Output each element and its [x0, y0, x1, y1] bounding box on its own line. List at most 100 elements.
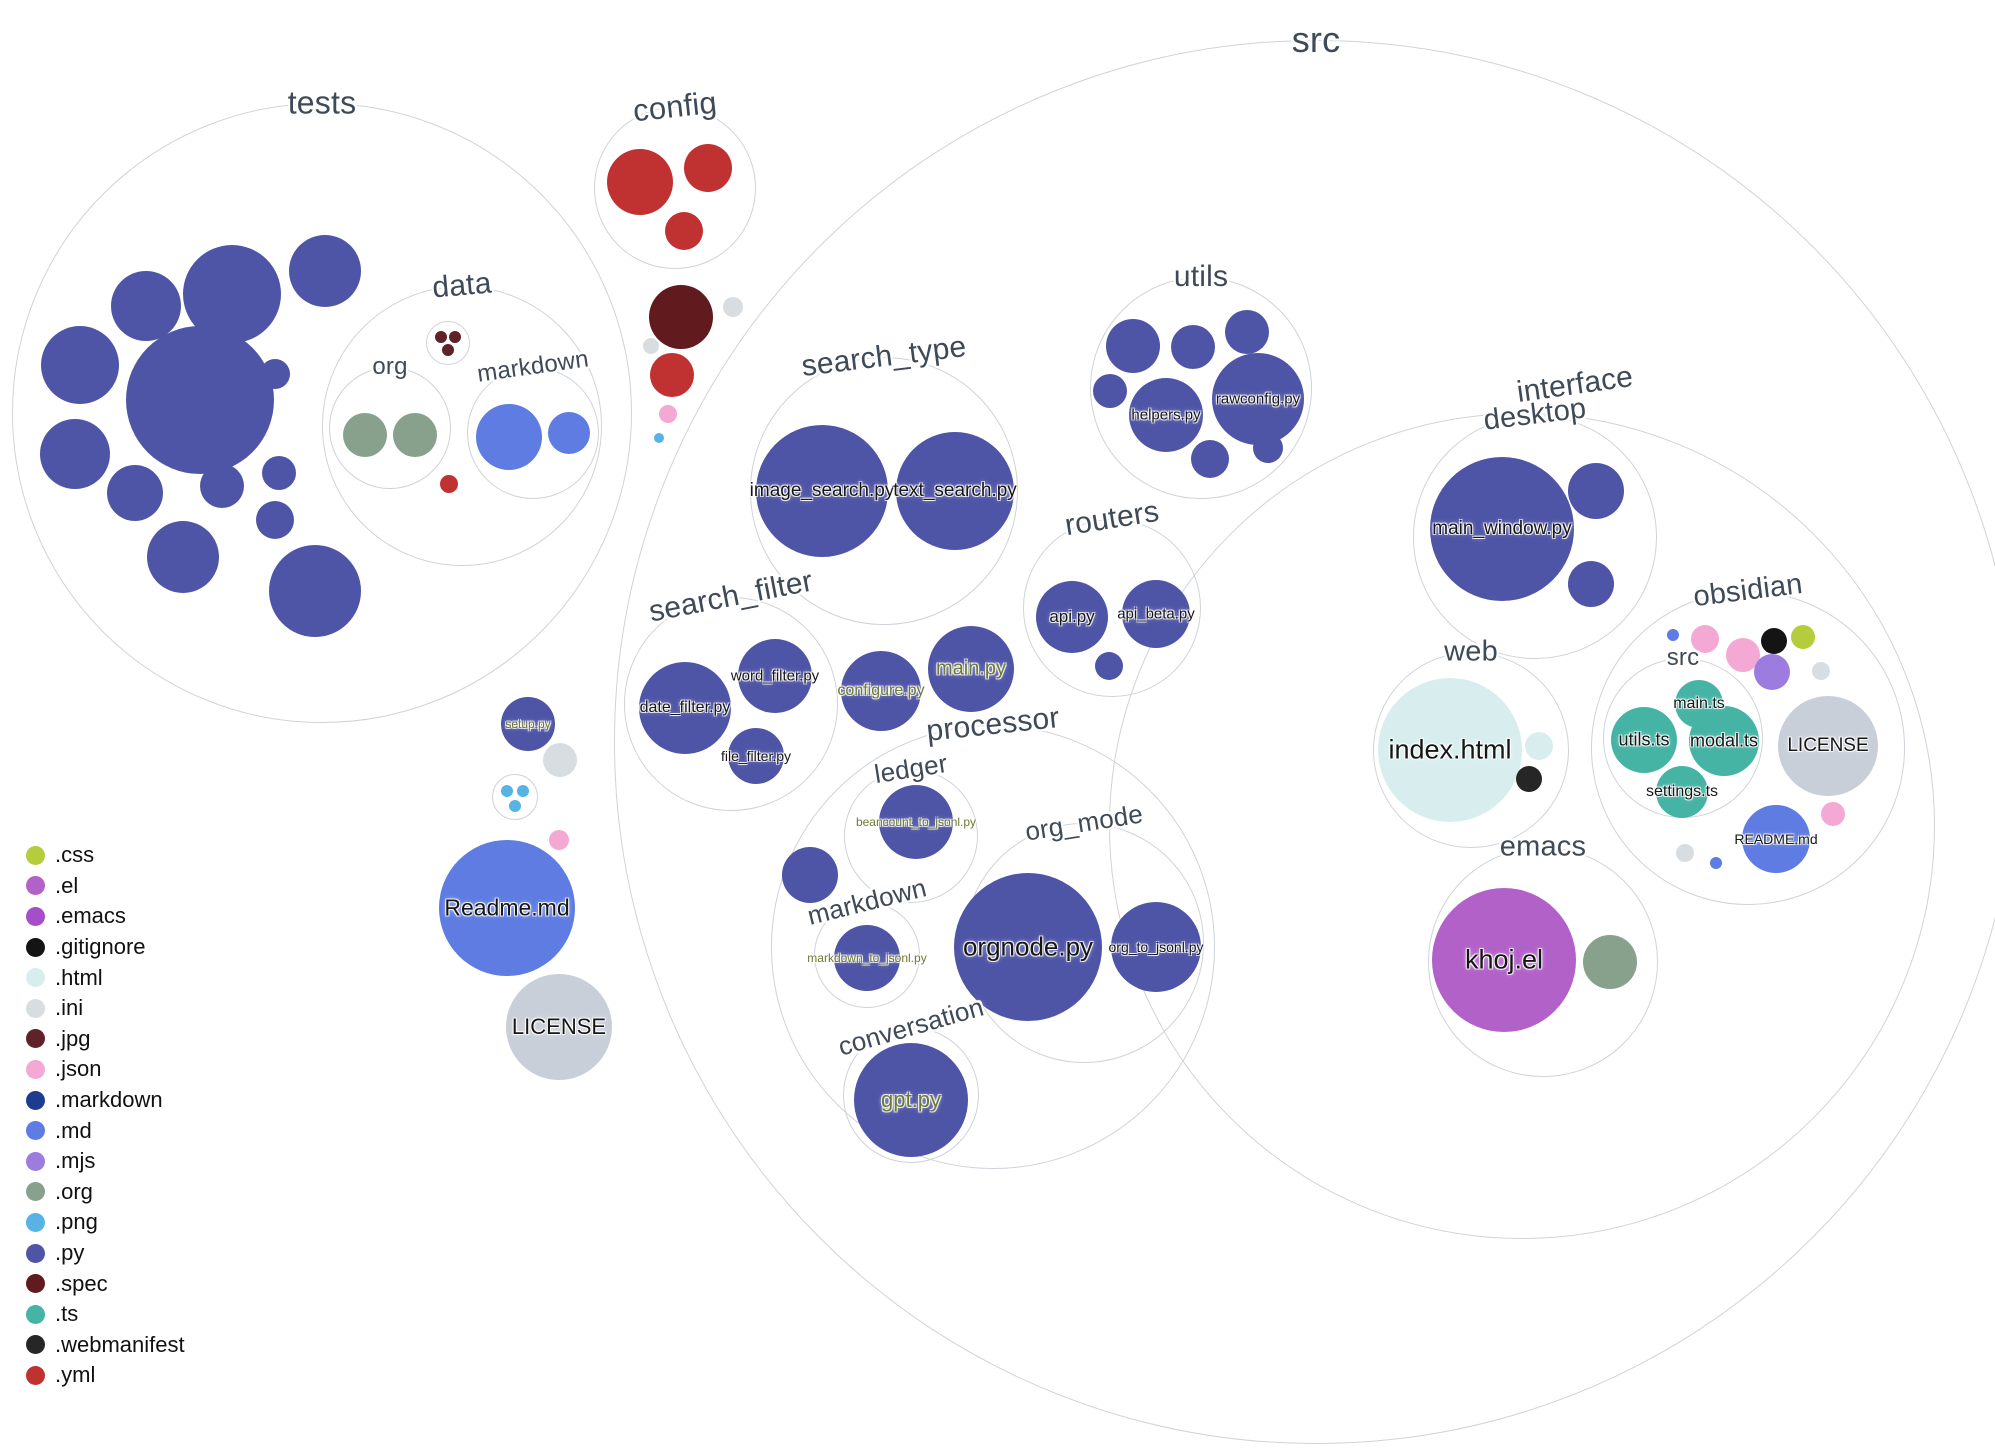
file-label-api-py: api.py — [1049, 607, 1095, 626]
folder-circle-utils — [1090, 277, 1312, 499]
file-dot-org-85 — [1583, 935, 1637, 989]
file-dot-yml-22 — [684, 144, 732, 192]
folder-circle-web — [1373, 652, 1569, 848]
legend-label-md: .md — [55, 1117, 92, 1143]
file-dot-json-28 — [659, 405, 677, 423]
file-dot-py-47 — [1253, 433, 1283, 463]
legend-ts-color-icon — [26, 1304, 45, 1324]
folder-circle-tests — [12, 103, 632, 723]
file-dot-py-4 — [41, 326, 119, 404]
legend-item-markdown: .markdown — [26, 1085, 185, 1116]
file-circle-modal-ts — [1689, 706, 1759, 776]
file-dot-py-12 — [256, 501, 294, 539]
file-dot-png-29 — [654, 433, 664, 443]
file-dot-yml-26 — [650, 353, 694, 397]
folder-label-tests: tests — [287, 84, 357, 121]
file-dot-yml-20 — [440, 475, 458, 493]
file-label-helpers-py: helpers.py — [1131, 406, 1201, 424]
file-dot-ini-31 — [543, 743, 577, 777]
file-dot-jpg-18 — [449, 331, 461, 343]
legend-item-py: .py — [26, 1238, 185, 1269]
file-label-license-obsidian: LICENSE — [1787, 735, 1869, 756]
legend-png-color-icon — [26, 1212, 45, 1232]
folder-circle-obsidian — [1591, 591, 1905, 905]
file-dot-py-9 — [262, 456, 296, 490]
legend-el-color-icon — [26, 876, 45, 896]
file-dot-md-74 — [1667, 629, 1679, 641]
legend-webmanifest-color-icon — [26, 1335, 45, 1355]
file-circle-api-beta-py — [1122, 580, 1190, 648]
legend-emacs-color-icon — [26, 906, 45, 926]
folder-circle-processor-markdown — [814, 902, 920, 1008]
folder-circle-src — [614, 40, 1995, 1444]
folder-label-ledger: ledger — [872, 747, 950, 790]
file-dot-py-0 — [126, 326, 274, 474]
legend-css-color-icon — [26, 845, 45, 865]
legend-item-mjs: .mjs — [26, 1146, 185, 1177]
file-dot-png-33 — [517, 785, 529, 797]
file-label-file-filter-py: file_filter.py — [720, 748, 792, 764]
legend-item-spec: .spec — [26, 1268, 185, 1299]
file-dot-ini-82 — [1676, 844, 1694, 862]
file-label-configure-py: configure.py — [837, 682, 925, 699]
file-label-setup-py: setup.py — [505, 717, 551, 731]
file-dot-py-7 — [107, 465, 163, 521]
folder-label-search-type: search_type — [799, 330, 969, 383]
file-dot-json-35 — [549, 830, 569, 850]
file-dot-py-50 — [1095, 652, 1123, 680]
file-dot-mjs-79 — [1754, 654, 1790, 690]
file-label-khoj-el: khoj.el — [1464, 944, 1544, 975]
file-label-beancount-to-jsonl-py: beancount_to_jsonl.py — [855, 815, 977, 829]
file-circle-date-filter-py — [639, 662, 731, 754]
legend-item-html: .html — [26, 962, 185, 993]
folder-circle-data — [322, 286, 602, 566]
legend-item-gitignore: .gitignore — [26, 932, 185, 963]
legend-jpg-color-icon — [26, 1029, 45, 1049]
folder-label-config: config — [631, 84, 719, 129]
legend-ini-color-icon — [26, 998, 45, 1018]
file-dot-json-75 — [1691, 625, 1719, 653]
file-dot-md-15 — [476, 404, 542, 470]
file-dot-yml-23 — [665, 212, 703, 250]
file-dot-py-3 — [289, 235, 361, 307]
file-label-word-filter-py: word_filter.py — [730, 667, 820, 685]
legend-label-webmanifest: .webmanifest — [55, 1331, 185, 1357]
file-label-rawconfig-py: rawconfig.py — [1215, 390, 1301, 408]
file-dot-py-43 — [1171, 325, 1215, 369]
file-circle-word-filter-py — [738, 639, 812, 713]
file-dot-webmanifest-67 — [1516, 766, 1542, 792]
folder-label-data: data — [431, 266, 493, 305]
legend-py-color-icon — [26, 1243, 45, 1263]
file-dot-py-44 — [1225, 310, 1269, 354]
file-label-api-beta-py: api_beta.py — [1117, 605, 1195, 623]
file-circle-image-search-py — [756, 425, 888, 557]
folder-circle-data-org — [329, 367, 451, 489]
file-dot-spec-24 — [649, 285, 713, 349]
file-dot-py-5 — [40, 419, 110, 489]
file-label-org-to-jsonl-py: org_to_jsonl.py — [1108, 939, 1204, 955]
file-circle-beancount-to-jsonl-py — [879, 785, 953, 859]
file-label-image-search-py: image_search.py — [749, 480, 895, 501]
legend-item-json: .json — [26, 1054, 185, 1085]
folder-circle-search-filter — [624, 597, 838, 811]
folder-circle-interface — [1109, 413, 1935, 1239]
legend-item-emacs: .emacs — [26, 901, 185, 932]
file-label-readme-obsidian: README.md — [1734, 831, 1818, 847]
legend-label-py: .py — [55, 1240, 85, 1266]
legend-label-png: .png — [55, 1209, 98, 1235]
file-dot-gitignore-77 — [1761, 628, 1787, 654]
file-circle-readme-obsidian — [1742, 805, 1810, 873]
file-circle-text-search-py — [896, 432, 1014, 550]
folder-label-data-org: org — [372, 353, 408, 380]
file-circle-markdown-to-jsonl-py — [834, 925, 900, 991]
legend-spec-color-icon — [26, 1274, 45, 1294]
legend-json-color-icon — [26, 1059, 45, 1079]
file-label-date-filter-py: date_filter.py — [639, 699, 731, 716]
file-dot-py-1 — [183, 245, 281, 343]
folder-circle-data-markdown — [467, 367, 599, 499]
legend-label-json: .json — [55, 1056, 102, 1082]
legend-label-ini: .ini — [55, 995, 84, 1021]
legend-label-ts: .ts — [55, 1301, 79, 1327]
